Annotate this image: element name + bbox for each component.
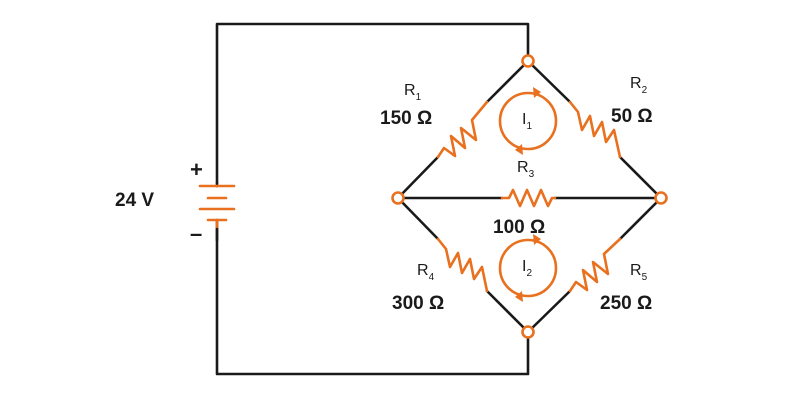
loop-i1-label: I1 [522, 111, 532, 132]
r3-name: R3 [517, 159, 535, 180]
loop-i2-arrow-bottom-icon [515, 291, 523, 302]
wire-battery-to-bottom-node [215, 218, 530, 376]
wire-bottom-to-r5 [526, 289, 572, 334]
wire-left-to-r4 [396, 196, 440, 241]
wire-left-to-r1 [396, 155, 440, 200]
loop-i1-arrow-icon [533, 87, 541, 98]
resistor-r4-symbol [436, 237, 489, 293]
resistor-r3-symbol [500, 188, 557, 208]
loop-i2 [498, 234, 558, 302]
r5-value: 250 Ω [600, 293, 652, 314]
resistor-r5-symbol [568, 237, 622, 293]
loop-i1-arrow-bottom-icon [515, 144, 523, 155]
wire-r4-to-bottom [485, 289, 530, 334]
r1-value: 150 Ω [380, 108, 432, 129]
wire-r2-to-right [618, 155, 663, 200]
node-right [654, 191, 668, 205]
loop-i2-label: I2 [522, 258, 532, 279]
r4-value: 300 Ω [392, 293, 444, 314]
battery-plus-sign: + [190, 157, 203, 182]
r3-value: 100 Ω [493, 217, 545, 238]
battery-voltage-label: 24 V [115, 190, 154, 211]
node-top [521, 54, 535, 68]
r1-name: R1 [404, 82, 422, 103]
node-bottom [521, 325, 535, 339]
battery-symbol [198, 181, 236, 242]
wire-top-to-r2 [526, 59, 572, 104]
wire-r5-to-right [618, 196, 663, 241]
wire-r1-to-top [485, 59, 530, 104]
loop-i1 [498, 87, 558, 155]
node-left [391, 191, 405, 205]
r4-name: R4 [417, 262, 435, 283]
resistor-r1-symbol [436, 100, 489, 159]
r2-value: 50 Ω [611, 106, 653, 127]
loop-i2-arrow-icon [533, 234, 541, 245]
r5-name: R5 [630, 262, 648, 283]
battery-minus-sign: – [190, 221, 202, 246]
resistor-r2-symbol [568, 100, 622, 159]
wire-battery-to-top-node [215, 22, 530, 185]
r2-name: R2 [630, 75, 648, 96]
